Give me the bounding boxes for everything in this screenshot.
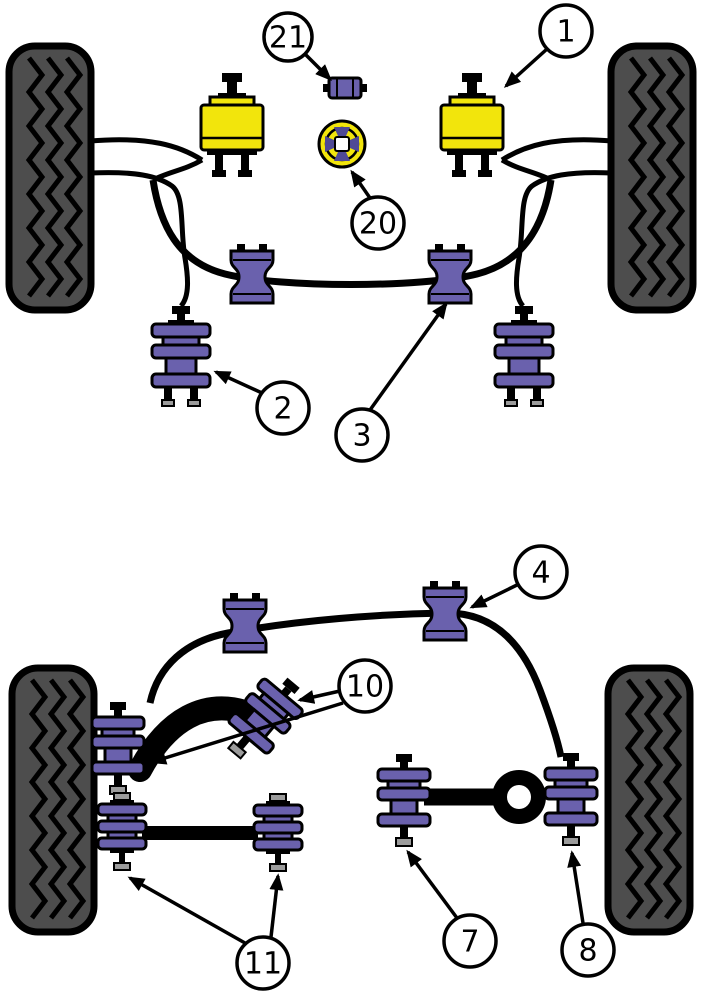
front-arb-bushing-right-part-3: [427, 242, 473, 305]
callout-11-arrow-b: [269, 873, 284, 938]
callout-20-arrow: [350, 169, 372, 199]
callout-3-circle: [334, 407, 390, 463]
callout-8: 8: [560, 850, 616, 978]
rear-lateral-link-ring-hole: [507, 785, 531, 809]
callout-4-arrow: [469, 582, 520, 609]
callout-4: 4: [469, 544, 569, 609]
rear-arb-bushing-left-part-4: [222, 591, 268, 654]
callout-21-circle: [262, 11, 314, 63]
rear-link-bushing-part-7: [376, 752, 432, 848]
callout-20-circle: [350, 195, 406, 251]
front-left-frame-connector: [151, 157, 204, 183]
callout-7-arrow: [406, 849, 459, 920]
callout-2-arrow: [213, 370, 263, 395]
rear-lower-bushing-right-part-11: [252, 792, 304, 873]
callout-8-label: 8: [578, 934, 597, 969]
callout-10-arrow-a: [297, 689, 341, 704]
front-left-tire: [9, 46, 91, 310]
callout-1: 1: [503, 3, 594, 88]
callout-1-arrow: [503, 47, 549, 88]
callout-3-label: 3: [352, 419, 371, 454]
front-left-lower-frame-line: [89, 170, 190, 308]
callout-20: 20: [350, 169, 406, 251]
callout-3-arrow: [368, 301, 448, 412]
callout-1-label: 1: [556, 15, 575, 50]
callout-21-arrow: [303, 52, 332, 81]
callout-11-circle: [235, 935, 291, 991]
rear-arb-bushing-right-part-4: [422, 579, 468, 642]
engine-mount-left: [199, 71, 265, 179]
rear-right-tire: [608, 668, 690, 932]
callout-1-circle: [538, 3, 594, 59]
callout-10-circle: [337, 658, 393, 714]
callout-2-label: 2: [273, 392, 292, 427]
callout-3: 3: [334, 301, 448, 463]
front-lower-bushing-left-part-2: [150, 304, 212, 408]
callout-11-label: 11: [244, 947, 282, 982]
rear-link-bushing-part-8: [543, 751, 599, 847]
rear-left-tire: [12, 668, 94, 932]
callout-11-arrow-a: [127, 876, 246, 945]
front-anti-roll-bar: [149, 179, 555, 288]
front-right-lower-frame-line: [514, 170, 613, 308]
rear-lower-bushing-left-part-11: [96, 791, 148, 872]
callout-7-circle: [442, 913, 498, 969]
callout-10: 10: [149, 658, 393, 765]
callout-7-label: 7: [460, 925, 479, 960]
callout-4-label: 4: [531, 556, 550, 591]
rear-suspension-section: 4 10 11 7 8: [12, 544, 690, 991]
small-bushing-part-21: [321, 76, 369, 100]
callout-21: 21: [262, 11, 332, 81]
callout-10-label: 10: [346, 670, 384, 705]
callout-8-arrow: [567, 850, 585, 924]
round-insert-part-20: [317, 119, 367, 169]
callout-10-arrow-b: [149, 701, 344, 765]
front-right-tire: [611, 46, 693, 310]
callout-8-circle: [560, 922, 616, 978]
front-left-upper-frame-line: [89, 137, 204, 163]
front-suspension-section: 21 1 20 2 3: [9, 3, 693, 463]
front-right-frame-connector: [500, 157, 553, 183]
callout-4-circle: [513, 544, 569, 600]
callout-20-label: 20: [359, 207, 397, 242]
front-arb-bushing-left-part-3: [229, 242, 275, 305]
callout-11: 11: [127, 873, 291, 991]
callout-7: 7: [406, 849, 498, 969]
front-right-upper-frame-line: [500, 137, 613, 163]
rear-anti-roll-bar: [146, 609, 565, 758]
front-lower-bushing-right-part-2: [493, 304, 555, 408]
callout-2: 2: [213, 370, 311, 436]
callout-2-circle: [255, 380, 311, 436]
engine-mount-right: [439, 71, 505, 179]
callout-21-label: 21: [269, 21, 307, 56]
